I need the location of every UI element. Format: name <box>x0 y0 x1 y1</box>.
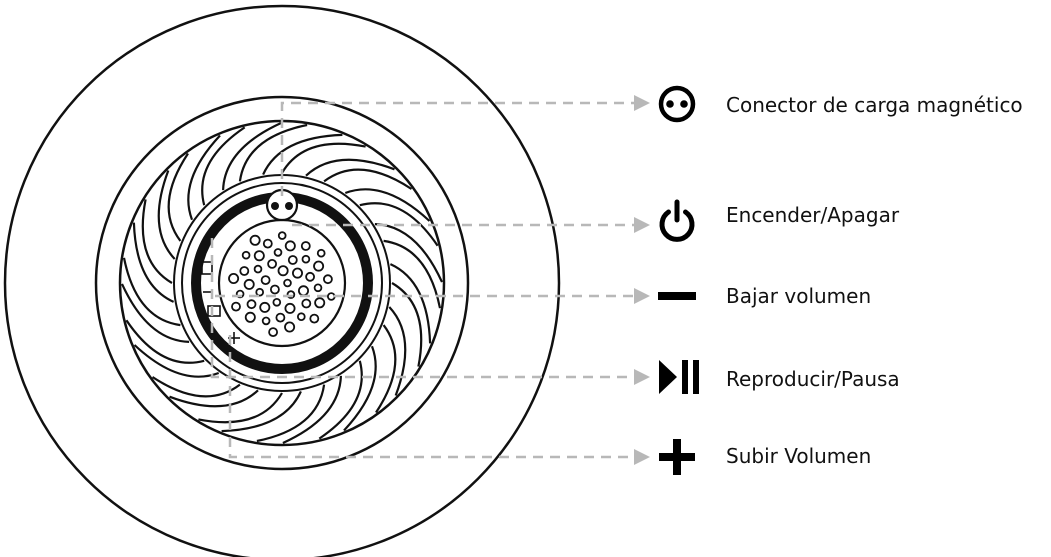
turbine-vane <box>167 134 221 242</box>
perforation-hole <box>277 265 289 277</box>
driver-perforation <box>228 231 336 338</box>
perforation-hole <box>249 234 261 246</box>
perforation-hole <box>231 301 241 312</box>
perforation-hole <box>283 278 292 288</box>
turbine-vane <box>343 324 397 432</box>
leader-magnetic-connector <box>280 101 636 196</box>
perforation-hole <box>284 240 296 252</box>
turbine-vane <box>169 389 283 424</box>
turbine-vane <box>282 360 363 445</box>
power-icon <box>659 199 695 242</box>
perforation-hole <box>228 272 240 284</box>
speaker-inner-rim <box>94 95 470 471</box>
perforation-hole <box>259 301 271 313</box>
perforation-hole <box>284 302 296 314</box>
perforation-hole <box>301 254 311 264</box>
play-pause-icon <box>659 360 699 394</box>
speaker-magnetic-connector <box>265 188 299 222</box>
button-panel-disc <box>181 182 383 384</box>
turbine-vane <box>383 239 442 344</box>
perforation-hole <box>322 274 333 285</box>
turbine-vane <box>122 222 181 327</box>
perforation-hole <box>267 258 278 269</box>
perforation-hole <box>309 313 320 324</box>
perforation-hole <box>246 299 257 310</box>
turbine-vane <box>221 384 326 443</box>
label-play-pause: Reproducir/Pausa <box>726 367 900 391</box>
perforation-hole <box>284 321 296 333</box>
perforation-hole <box>313 283 323 293</box>
speaker-outer-rim <box>3 4 561 557</box>
perforation-hole <box>313 260 325 272</box>
leader-lines <box>210 101 636 459</box>
perforation-hole <box>243 278 255 290</box>
perforation-hole <box>272 297 282 307</box>
perforation-hole <box>235 289 245 299</box>
perforation-hole <box>286 290 296 299</box>
turbine-vane <box>120 283 205 364</box>
speaker-turbine-vanes <box>120 121 444 445</box>
label-magnetic-connector: Conector de carga magnético <box>726 93 1023 117</box>
turbine-vane <box>323 168 431 222</box>
turbine-vane <box>388 282 423 396</box>
perforation-hole <box>296 312 306 322</box>
perforation-hole <box>244 311 256 323</box>
perforation-hole <box>261 316 271 326</box>
leader-arrowheads <box>634 95 650 465</box>
perforation-hole <box>253 250 265 262</box>
panel-button-marks <box>201 261 240 344</box>
perforation-hole <box>273 248 283 257</box>
perforation-hole <box>260 275 271 286</box>
perforation-hole <box>255 287 265 297</box>
label-volume-up: Subir Volumen <box>726 444 871 468</box>
magnetic-charge-icon <box>658 85 696 123</box>
perforation-hole <box>253 264 263 274</box>
perforation-hole <box>287 255 298 265</box>
turbine-vane <box>201 121 282 206</box>
perforation-hole <box>305 271 316 282</box>
perforation-hole <box>291 267 303 279</box>
plus-icon <box>659 439 695 475</box>
perforation-hole <box>241 250 251 260</box>
perforation-hole <box>300 241 311 251</box>
perforation-hole <box>316 248 326 258</box>
leader-volume-up <box>228 335 636 459</box>
perforation-hole <box>314 297 326 309</box>
turbine-vane <box>238 123 343 182</box>
perforation-hole <box>268 327 279 338</box>
turbine-vane <box>281 142 395 177</box>
perforation-hole <box>275 312 286 323</box>
perforation-hole <box>269 284 280 295</box>
perforation-hole <box>239 266 250 276</box>
perforation-hole <box>262 238 273 249</box>
label-power: Encender/Apagar <box>726 203 900 227</box>
label-volume-down: Bajar volumen <box>726 284 871 308</box>
turbine-vane <box>141 170 176 284</box>
leader-play-pause <box>210 238 636 379</box>
speaker-top-view <box>3 4 561 557</box>
perforation-hole <box>301 298 312 309</box>
minus-icon <box>658 292 696 300</box>
perforation-hole <box>277 231 287 240</box>
